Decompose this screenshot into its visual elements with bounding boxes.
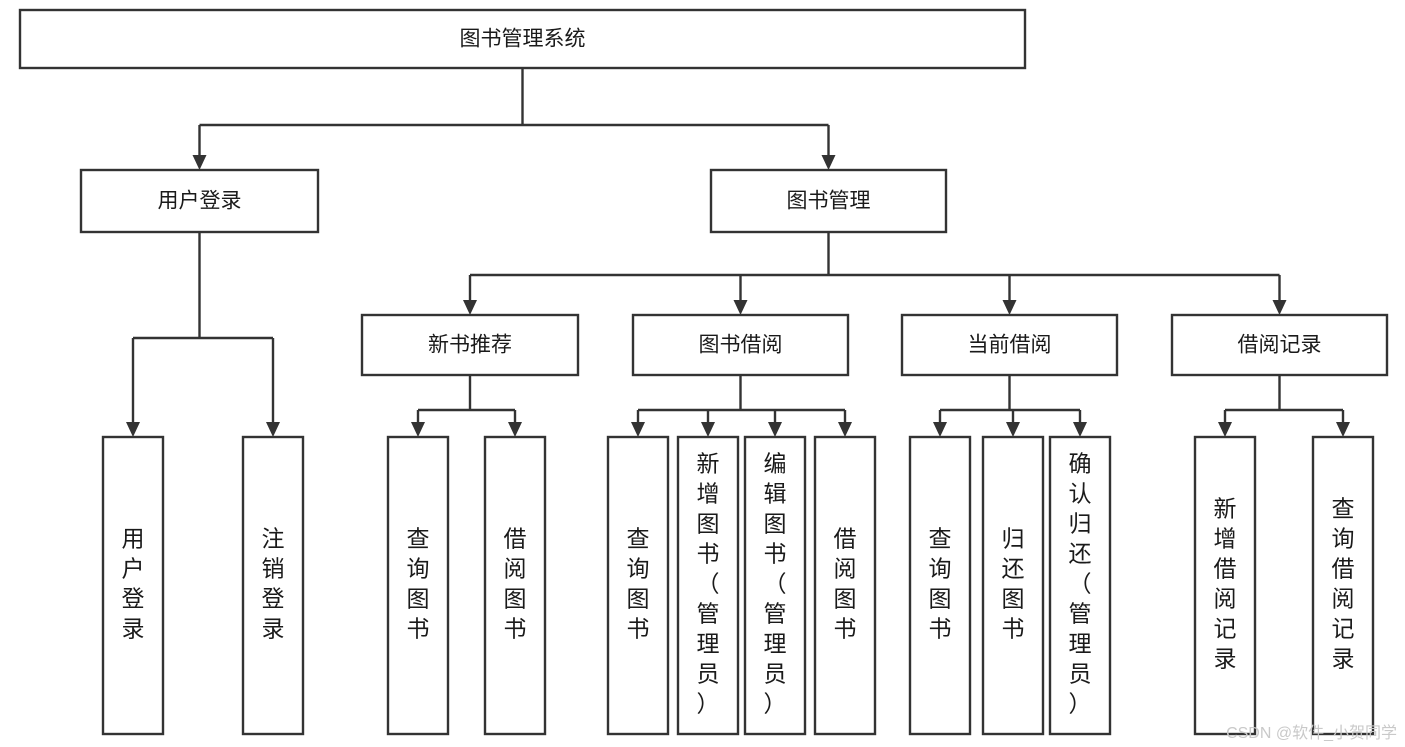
node-label: 借阅图书 [834, 526, 857, 642]
node-box [900, 313, 1119, 377]
arrow-head-icon [1218, 422, 1232, 437]
node-box [483, 435, 547, 736]
node-box [813, 435, 877, 736]
node-box [981, 435, 1045, 736]
node-label: 图书管理 [787, 190, 871, 213]
arrow-head-icon [463, 300, 477, 315]
node-box [709, 168, 948, 234]
node-label: 编辑图书（管理员） [764, 451, 787, 717]
arrow-head-icon [1272, 300, 1287, 315]
arrow-head-icon [933, 422, 947, 437]
node-layer: 图书管理系统用户登录图书管理新书推荐图书借阅当前借阅借阅记录用户登录注销登录查询… [18, 8, 1389, 736]
node-label: 借阅记录 [1238, 334, 1322, 357]
node-label: 新增图书（管理员） [697, 451, 720, 717]
node-leaf-query-book-2[interactable]: 查询图书 [606, 435, 670, 736]
node-label: 查询图书 [627, 526, 650, 642]
node-leaf-user-login[interactable]: 用户登录 [101, 435, 165, 736]
node-leaf-query-book-3[interactable]: 查询图书 [908, 435, 972, 736]
csdn-watermark: CSDN @软件_小贺同学 [1226, 725, 1397, 742]
node-borrow-record[interactable]: 借阅记录 [1170, 313, 1389, 377]
node-label: 注销登录 [262, 526, 285, 642]
node-box [743, 435, 807, 736]
node-label: 新增借阅记录 [1214, 496, 1237, 672]
node-label: 借阅图书 [504, 526, 527, 642]
node-user-login[interactable]: 用户登录 [79, 168, 320, 234]
node-current-borrow[interactable]: 当前借阅 [900, 313, 1119, 377]
arrow-head-icon [1073, 422, 1087, 437]
node-box [1048, 435, 1112, 736]
node-leaf-add-book[interactable]: 新增图书（管理员） [676, 435, 740, 736]
node-leaf-query-book-1[interactable]: 查询图书 [386, 435, 450, 736]
node-box [101, 435, 165, 736]
node-leaf-logout[interactable]: 注销登录 [241, 435, 305, 736]
node-book-borrow[interactable]: 图书借阅 [631, 313, 850, 377]
node-new-book-recommend[interactable]: 新书推荐 [360, 313, 580, 377]
node-box [631, 313, 850, 377]
node-box [241, 435, 305, 736]
connector-layer [126, 68, 1350, 437]
node-box [1311, 435, 1375, 736]
arrow-head-icon [838, 422, 852, 437]
node-label: 图书管理系统 [460, 28, 586, 51]
arrow-head-icon [126, 422, 140, 437]
node-book-manage[interactable]: 图书管理 [709, 168, 948, 234]
arrow-head-icon [1002, 300, 1017, 315]
arrow-head-icon [266, 422, 280, 437]
node-root[interactable]: 图书管理系统 [18, 8, 1027, 70]
node-label: 查询图书 [407, 526, 430, 642]
node-leaf-query-record[interactable]: 查询借阅记录 [1311, 435, 1375, 736]
arrow-head-icon [411, 422, 425, 437]
node-leaf-add-record[interactable]: 新增借阅记录 [1193, 435, 1257, 736]
node-box [360, 313, 580, 377]
arrow-head-icon [701, 422, 715, 437]
node-box [908, 435, 972, 736]
arrow-head-icon [192, 155, 207, 170]
arrow-head-icon [1336, 422, 1350, 437]
node-leaf-confirm-return[interactable]: 确认归还（管理员） [1048, 435, 1112, 736]
node-leaf-return-book[interactable]: 归还图书 [981, 435, 1045, 736]
arrow-head-icon [631, 422, 645, 437]
node-label: 当前借阅 [968, 334, 1052, 357]
arrow-head-icon [821, 155, 836, 170]
node-box [18, 8, 1027, 70]
node-box [79, 168, 320, 234]
arrow-head-icon [733, 300, 748, 315]
node-box [1193, 435, 1257, 736]
node-label: 确认归还（管理员） [1069, 451, 1092, 717]
arrow-head-icon [508, 422, 522, 437]
arrow-head-icon [1006, 422, 1020, 437]
node-box [676, 435, 740, 736]
node-leaf-edit-book[interactable]: 编辑图书（管理员） [743, 435, 807, 736]
node-label: 用户登录 [158, 190, 242, 213]
node-leaf-borrow-book-1[interactable]: 借阅图书 [483, 435, 547, 736]
node-box [386, 435, 450, 736]
node-label: 用户登录 [122, 526, 145, 642]
node-label: 查询图书 [929, 526, 952, 642]
node-box [606, 435, 670, 736]
node-box [1170, 313, 1389, 377]
node-label: 图书借阅 [699, 334, 783, 357]
node-label: 新书推荐 [428, 334, 512, 357]
node-leaf-borrow-book-2[interactable]: 借阅图书 [813, 435, 877, 736]
arrow-head-icon [768, 422, 782, 437]
node-label: 归还图书 [1002, 526, 1025, 642]
node-label: 查询借阅记录 [1332, 496, 1355, 672]
